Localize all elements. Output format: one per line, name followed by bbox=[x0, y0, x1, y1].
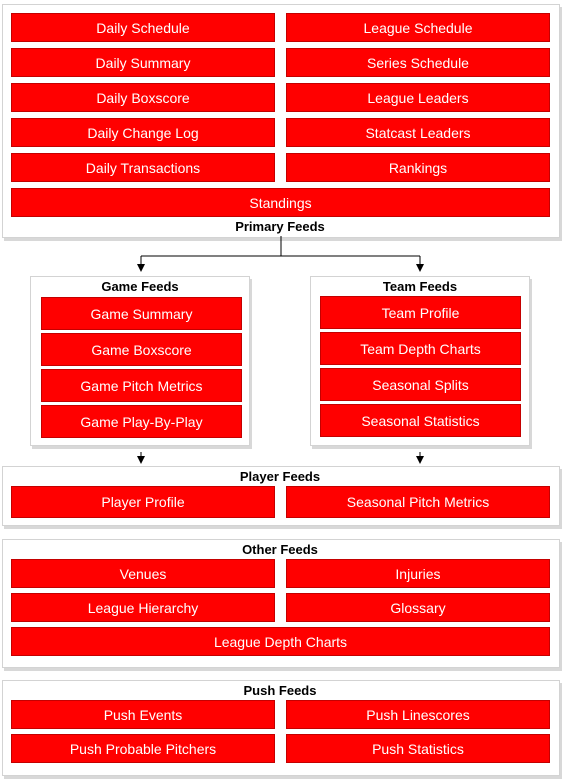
team-feeds-title: Team Feeds bbox=[382, 279, 458, 294]
standings-button[interactable]: Standings bbox=[11, 188, 550, 217]
venues-button[interactable]: Venues bbox=[11, 559, 275, 588]
team-profile-button[interactable]: Team Profile bbox=[320, 296, 521, 329]
player-profile-button[interactable]: Player Profile bbox=[11, 486, 275, 518]
statcast-leaders-button[interactable]: Statcast Leaders bbox=[286, 118, 550, 147]
game-feeds-title: Game Feeds bbox=[101, 279, 179, 294]
team-depth-charts-button[interactable]: Team Depth Charts bbox=[320, 332, 521, 365]
game-summary-button[interactable]: Game Summary bbox=[41, 297, 242, 330]
glossary-button[interactable]: Glossary bbox=[286, 593, 550, 622]
push-linescores-button[interactable]: Push Linescores bbox=[286, 700, 550, 729]
league-schedule-button[interactable]: League Schedule bbox=[286, 13, 550, 42]
rankings-button[interactable]: Rankings bbox=[286, 153, 550, 182]
daily-boxscore-button[interactable]: Daily Boxscore bbox=[11, 83, 275, 112]
primary-feeds-title: Primary Feeds bbox=[235, 219, 325, 234]
game-play-by-play-button[interactable]: Game Play-By-Play bbox=[41, 405, 242, 438]
push-feeds-title: Push Feeds bbox=[243, 683, 317, 698]
daily-change-log-button[interactable]: Daily Change Log bbox=[11, 118, 275, 147]
league-leaders-button[interactable]: League Leaders bbox=[286, 83, 550, 112]
daily-transactions-button[interactable]: Daily Transactions bbox=[11, 153, 275, 182]
seasonal-statistics-button[interactable]: Seasonal Statistics bbox=[320, 404, 521, 437]
league-hierarchy-button[interactable]: League Hierarchy bbox=[11, 593, 275, 622]
seasonal-pitch-metrics-button[interactable]: Seasonal Pitch Metrics bbox=[286, 486, 550, 518]
league-depth-charts-button[interactable]: League Depth Charts bbox=[11, 627, 550, 656]
seasonal-splits-button[interactable]: Seasonal Splits bbox=[320, 368, 521, 401]
game-pitch-metrics-button[interactable]: Game Pitch Metrics bbox=[41, 369, 242, 402]
game-boxscore-button[interactable]: Game Boxscore bbox=[41, 333, 242, 366]
push-probable-pitchers-button[interactable]: Push Probable Pitchers bbox=[11, 734, 275, 763]
daily-schedule-button[interactable]: Daily Schedule bbox=[11, 13, 275, 42]
player-feeds-title: Player Feeds bbox=[239, 469, 321, 484]
injuries-button[interactable]: Injuries bbox=[286, 559, 550, 588]
push-statistics-button[interactable]: Push Statistics bbox=[286, 734, 550, 763]
other-feeds-title: Other Feeds bbox=[242, 542, 318, 557]
series-schedule-button[interactable]: Series Schedule bbox=[286, 48, 550, 77]
daily-summary-button[interactable]: Daily Summary bbox=[11, 48, 275, 77]
push-events-button[interactable]: Push Events bbox=[11, 700, 275, 729]
